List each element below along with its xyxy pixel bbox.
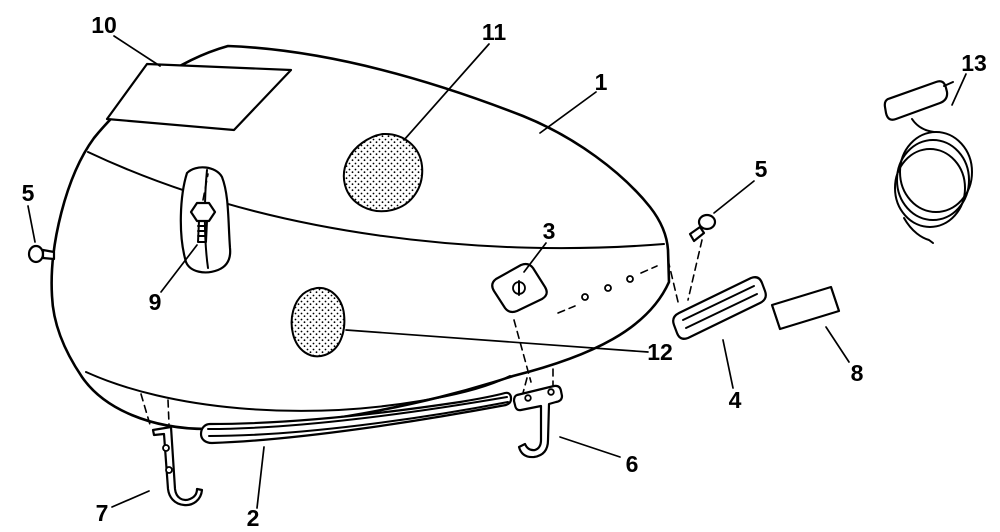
bracket-right-hole-icon <box>524 394 532 402</box>
lanyard-clip <box>883 80 949 121</box>
leader-line-5-left <box>27 205 36 243</box>
louver-slat-line <box>682 285 755 321</box>
vent-hole-icon <box>626 275 634 283</box>
leader-line-13 <box>951 73 967 106</box>
callout-label-13: 13 <box>961 50 987 76</box>
leader-line-10 <box>113 35 161 67</box>
vent-hole-icon <box>581 293 589 301</box>
lanyard-cord-coil <box>896 139 970 221</box>
callout-label-11: 11 <box>482 19 507 45</box>
hex-bolt-head-icon <box>189 201 217 223</box>
bracket-left-hole-icon <box>162 444 170 452</box>
leader-line-7 <box>111 490 150 508</box>
leader-line-1 <box>539 91 597 134</box>
vent-hole-axis-line <box>557 305 576 314</box>
leader-line-3 <box>523 242 547 273</box>
side-plate <box>770 285 841 331</box>
bracket-right-hole-icon <box>547 388 555 396</box>
leader-line-8 <box>825 326 850 363</box>
callout-label-5-left: 5 <box>22 180 35 206</box>
bolt-insertion-axis <box>202 173 209 201</box>
assembly-line-latch-to-bracket <box>513 319 532 383</box>
top-access-panel <box>105 62 293 132</box>
trim-molding <box>199 391 513 445</box>
bracket-left-hole-icon <box>165 466 173 474</box>
vent-pad-top <box>342 132 424 213</box>
screw-right-shaft <box>688 225 706 243</box>
assembly-line-bracket-left <box>140 393 152 429</box>
screw-right-head-icon <box>697 213 717 231</box>
leader-line-2 <box>256 446 265 509</box>
assembly-line-cover-to-louver <box>667 259 680 307</box>
callout-label-8: 8 <box>851 360 864 386</box>
callout-label-10: 10 <box>91 12 117 38</box>
trim-molding-groove <box>207 396 508 430</box>
vent-hole-icon <box>604 284 612 292</box>
assembly-line-bracket-right <box>522 377 528 394</box>
callout-label-4: 4 <box>729 387 742 413</box>
assembly-line-bracket-left <box>167 399 170 425</box>
leader-line-9 <box>160 244 198 293</box>
leader-line-5-right <box>713 180 755 214</box>
bracket-left <box>151 425 204 507</box>
lanyard-clip-tab <box>943 81 954 87</box>
leader-line-4 <box>722 339 734 389</box>
bracket-right <box>512 384 564 459</box>
lanyard-cord-lead <box>911 118 935 133</box>
callout-label-12: 12 <box>647 339 673 365</box>
assembly-line-screw-to-louver <box>687 239 703 301</box>
lanyard-cord-tail <box>903 217 934 244</box>
callout-label-5-right: 5 <box>755 156 768 182</box>
leader-line-6 <box>559 436 621 458</box>
lanyard-cord-coil <box>894 148 966 228</box>
callout-label-2: 2 <box>247 505 260 531</box>
leader-line-12 <box>345 329 649 353</box>
louver-slat-line <box>685 293 758 329</box>
cover-seam-line <box>87 151 665 250</box>
callout-label-3: 3 <box>543 218 556 244</box>
callout-label-1: 1 <box>595 69 608 95</box>
vent-hole-axis-line <box>640 265 658 274</box>
lanyard-cord-coil <box>899 131 973 213</box>
screw-left-shaft <box>41 248 56 261</box>
hex-bolt-shaft <box>197 220 208 243</box>
trim-molding-groove <box>208 401 509 437</box>
callout-label-7: 7 <box>96 500 109 526</box>
callout-label-9: 9 <box>149 289 162 315</box>
screw-left-head-icon <box>27 244 45 264</box>
leader-line-11 <box>403 43 490 141</box>
cover-bottom-rim-line <box>85 371 511 412</box>
vent-pad-front <box>290 286 346 358</box>
callout-label-6: 6 <box>626 451 639 477</box>
